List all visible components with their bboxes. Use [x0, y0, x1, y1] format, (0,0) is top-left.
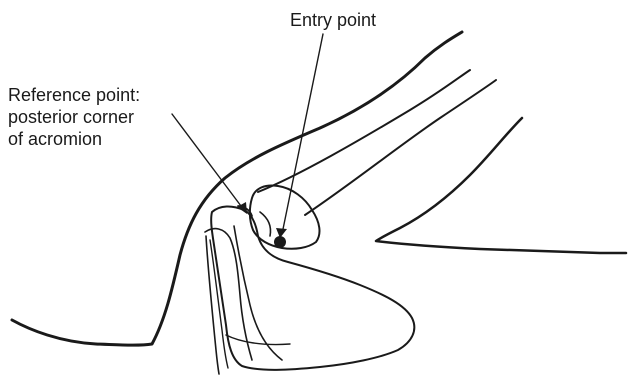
back-contour	[12, 32, 462, 345]
reference-line-2: posterior corner	[8, 106, 140, 128]
reference-line-3: of acromion	[8, 128, 140, 150]
upper-arm-lower-outline	[305, 80, 496, 215]
entry-leader-line	[282, 34, 323, 234]
reference-point-label: Reference point: posterior corner of acr…	[8, 84, 140, 150]
scapula-body-line	[210, 240, 228, 368]
entry-point-text: Entry point	[290, 10, 376, 30]
scapula-outline	[211, 206, 414, 369]
reference-line-1: Reference point:	[8, 84, 140, 106]
scapula-lower-rim	[226, 335, 290, 345]
lower-arm-contour	[376, 118, 626, 253]
entry-point-label: Entry point	[290, 9, 376, 31]
humeral-neck	[260, 212, 271, 236]
